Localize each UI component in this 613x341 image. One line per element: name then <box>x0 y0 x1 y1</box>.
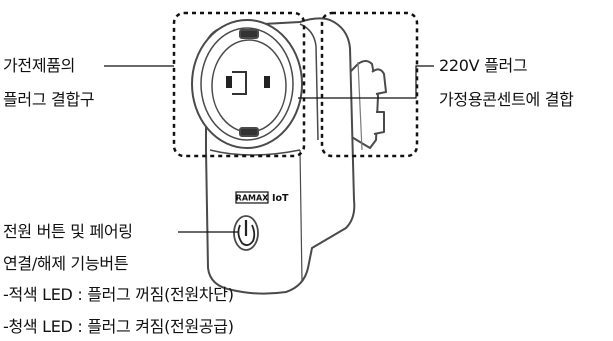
power-button-label-line1: 전원 버튼 및 페어링 <box>3 222 133 241</box>
appliance-socket-highlight-box <box>172 11 306 158</box>
brand-prefix: RAMAX <box>236 194 270 203</box>
brand-logo: RAMAX IoT <box>235 191 289 204</box>
wall-plug-label-line1: 220V 플러그 <box>439 56 528 75</box>
appliance-socket-label-line1: 가전제품의 <box>3 56 76 75</box>
wall-plug-highlight-box <box>320 11 419 158</box>
appliance-socket-label-line2: 플러그 결합구 <box>3 90 95 109</box>
brand-suffix: IoT <box>272 193 289 204</box>
power-button-label-line2: 연결/해제 기능버튼 <box>3 254 129 273</box>
power-button-icon[interactable] <box>233 215 259 251</box>
power-button-label-line3: -적색 LED : 플러그 꺼짐(전원차단) <box>3 285 234 304</box>
power-button-label-line4: -청색 LED : 플러그 켜짐(전원공급) <box>3 317 234 336</box>
wall-plug-label-line2: 가정용콘센트에 결합 <box>439 90 574 109</box>
wall-plug-leader-line <box>298 65 434 99</box>
socket-face <box>191 19 303 149</box>
